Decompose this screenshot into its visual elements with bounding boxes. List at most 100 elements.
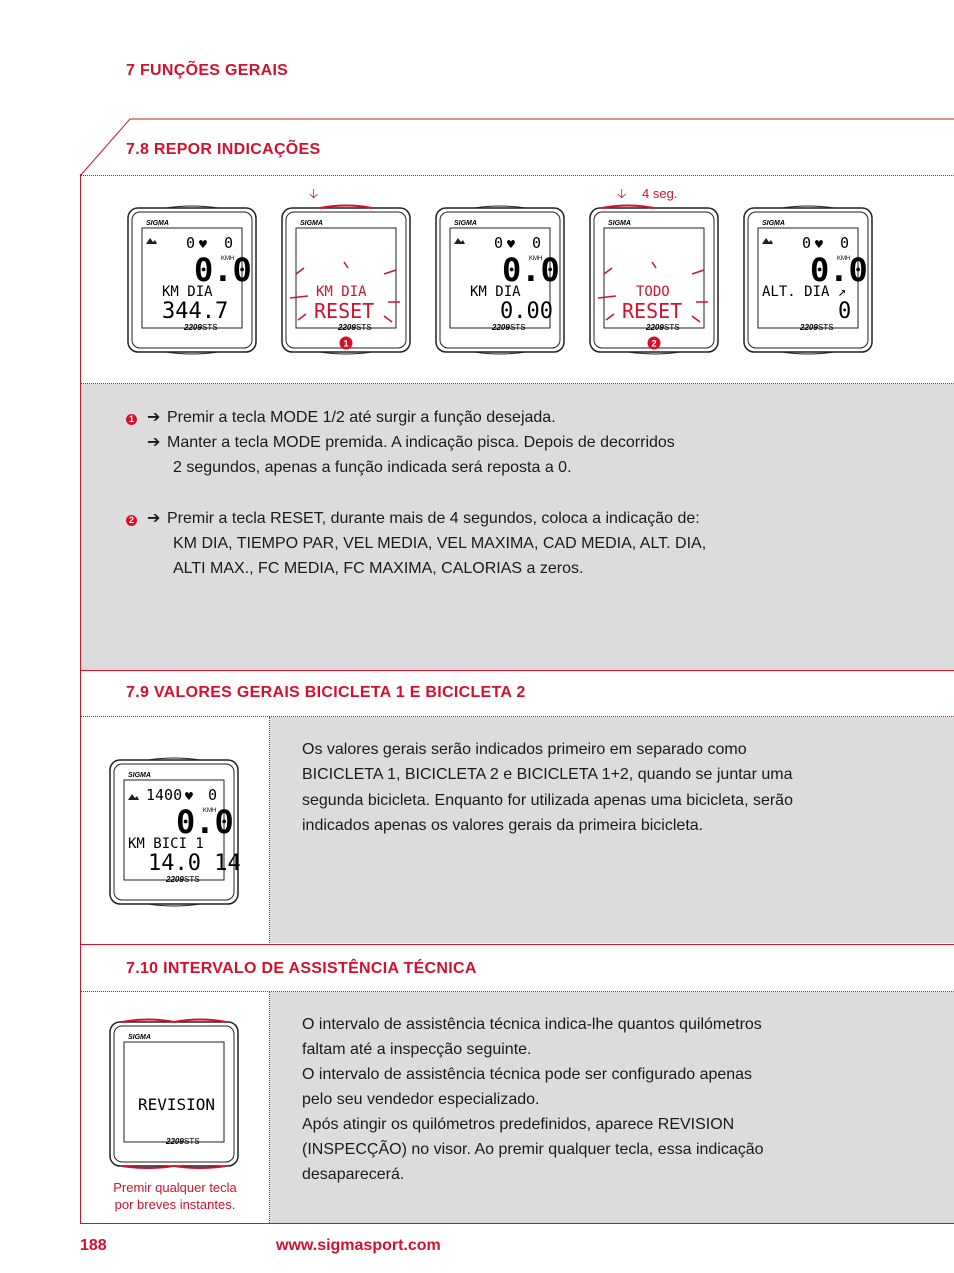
lcd-label: REVISION	[138, 1095, 215, 1114]
arrow-right-icon: ➔	[147, 409, 161, 426]
svg-text:2209: 2209	[645, 323, 664, 332]
device-caption: Premir qualquer tecla por breves instant…	[113, 1180, 237, 1212]
text-panel-7-10	[270, 992, 954, 1223]
lcd-label: KM DIA	[162, 284, 213, 300]
step-marker: 1	[343, 339, 348, 349]
device-display-3: SIGMA 2209 STS 0 ♥ 0 0.0 KMH KM DIA 0.00	[434, 204, 566, 361]
step-1-line-2: ➔Manter a tecla MODE premida. A indicaçã…	[147, 430, 675, 455]
lcd-value: RESET	[622, 299, 682, 323]
device-display-6: SIGMA 2209 STS 1400 ♥ 0 0.0 KMH KM BICI …	[108, 756, 241, 913]
svg-text:♥: ♥	[198, 238, 208, 251]
lcd-value: 14.0 14	[148, 851, 240, 876]
svg-text:SIGMA: SIGMA	[300, 220, 323, 227]
svg-text:SIGMA: SIGMA	[608, 220, 631, 227]
step-2-line-3: ALTI MAX., FC MEDIA, FC MAXIMA, CALORIAS…	[173, 560, 584, 577]
lcd-top-right: 0	[840, 234, 849, 252]
svg-text:SIGMA: SIGMA	[128, 1034, 151, 1041]
section-title-7-9: 7.9 VALORES GERAIS BICICLETA 1 E BICICLE…	[126, 684, 526, 701]
device-display-2: SIGMA 2209 STS KM DIA RESET 1	[280, 204, 412, 361]
svg-text:STS: STS	[510, 323, 526, 332]
section-corner-frame	[79, 118, 954, 177]
svg-text:SIGMA: SIGMA	[146, 220, 169, 227]
lcd-unit: KMH	[221, 256, 234, 262]
section-divider	[80, 944, 954, 945]
lcd-speed: 0.0	[810, 251, 868, 289]
dotted-vertical-divider	[269, 717, 270, 943]
arrow-right-icon: ➔	[147, 434, 161, 451]
section-title-7-8: 7.8 REPOR INDICAÇÕES	[126, 141, 321, 158]
section-divider	[80, 670, 954, 671]
section-title-7-10: 7.10 INTERVALO DE ASSISTÊNCIA TÉCNICA	[126, 960, 477, 977]
lcd-unit: KMH	[529, 256, 542, 262]
step-2-line-2: KM DIA, TIEMPO PAR, VEL MEDIA, VEL MAXIM…	[173, 535, 707, 552]
steps-panel	[81, 384, 954, 670]
svg-text:2209: 2209	[337, 323, 356, 332]
dotted-divider	[80, 383, 954, 384]
svg-text:SIGMA: SIGMA	[454, 220, 477, 227]
paragraph-7-9: Os valores gerais serão indicados primei…	[302, 741, 793, 834]
svg-text:STS: STS	[184, 875, 200, 884]
device-display-7: SIGMA 2209 STS REVISION	[108, 1018, 240, 1175]
svg-text:STS: STS	[184, 1137, 200, 1146]
svg-text:2209: 2209	[165, 875, 184, 884]
svg-text:STS: STS	[202, 323, 218, 332]
lcd-speed: 0.0	[502, 251, 560, 289]
svg-text:STS: STS	[818, 323, 834, 332]
step-marker: 1	[126, 414, 137, 425]
lcd-top-left: 0	[494, 234, 503, 252]
arrow-right-icon: ➔	[147, 510, 161, 527]
svg-text:2209: 2209	[799, 323, 818, 332]
press-arrow-icon: 🡣	[617, 186, 627, 201]
lcd-value: 344.7	[162, 299, 228, 324]
lcd-label: KM DIA	[316, 284, 367, 300]
svg-text:♥: ♥	[814, 238, 824, 251]
lcd-value: 0.00	[500, 299, 553, 324]
lcd-unit: KMH	[837, 256, 850, 262]
text-panel-7-9	[270, 717, 954, 943]
svg-text:STS: STS	[664, 323, 680, 332]
lcd-unit: KMH	[203, 808, 216, 814]
step-1-line-3: 2 segundos, apenas a função indicada ser…	[173, 459, 572, 476]
paragraph-7-10: O intervalo de assistência técnica indic…	[302, 1016, 764, 1183]
svg-text:2209: 2209	[491, 323, 510, 332]
lcd-top-right: 0	[224, 234, 233, 252]
page-number: 188	[80, 1237, 107, 1254]
svg-text:2209: 2209	[183, 323, 202, 332]
svg-text:SIGMA: SIGMA	[128, 772, 151, 779]
lcd-top-left: 0	[802, 234, 811, 252]
svg-text:♥: ♥	[506, 238, 516, 251]
device-display-4: SIGMA 2209 STS TODO RESET 2	[588, 204, 720, 361]
bottom-divider	[80, 1223, 954, 1224]
lcd-value: 0	[838, 299, 851, 324]
svg-text:STS: STS	[356, 323, 372, 332]
lcd-top-right: 0	[532, 234, 541, 252]
lcd-label: KM BICI 1	[128, 836, 204, 852]
svg-text:2209: 2209	[165, 1137, 184, 1146]
dotted-divider	[80, 175, 954, 176]
dotted-vertical-divider	[269, 992, 270, 1223]
hold-duration-label: 4 seg.	[642, 186, 678, 201]
lcd-top-left: 0	[186, 234, 195, 252]
svg-text:♥: ♥	[184, 790, 194, 803]
dotted-divider	[80, 716, 954, 717]
step-2-line-1: 2➔Premir a tecla RESET, durante mais de …	[126, 506, 700, 531]
lcd-label: TODO	[636, 284, 670, 300]
press-arrow-icon: 🡣	[309, 186, 319, 201]
lcd-speed: 0.0	[194, 251, 252, 289]
left-frame-line	[80, 174, 81, 1224]
lcd-speed: 0.0	[176, 803, 234, 841]
step-marker: 2	[126, 515, 137, 526]
svg-text:SIGMA: SIGMA	[762, 220, 785, 227]
lcd-top-right: 0	[208, 786, 217, 804]
lcd-label: KM DIA	[470, 284, 521, 300]
device-display-1: SIGMA 2209 STS 0 ♥ 0 0.0 KMH KM DIA 344.…	[126, 204, 258, 361]
chapter-title: 7 FUNÇÕES GERAIS	[126, 62, 289, 79]
device-display-5: SIGMA 2209 STS 0 ♥ 0 0.0 KMH ALT. DIA ↗ …	[742, 204, 874, 361]
dotted-divider	[80, 991, 954, 992]
step-1-line-1: 1➔Premir a tecla MODE 1/2 até surgir a f…	[126, 405, 556, 430]
step-marker: 2	[651, 339, 656, 349]
lcd-top-left: 1400	[146, 786, 182, 804]
footer-url-link[interactable]: www.sigmasport.com	[276, 1237, 441, 1254]
lcd-value: RESET	[314, 299, 374, 323]
lcd-label: ALT. DIA ↗	[762, 284, 846, 300]
